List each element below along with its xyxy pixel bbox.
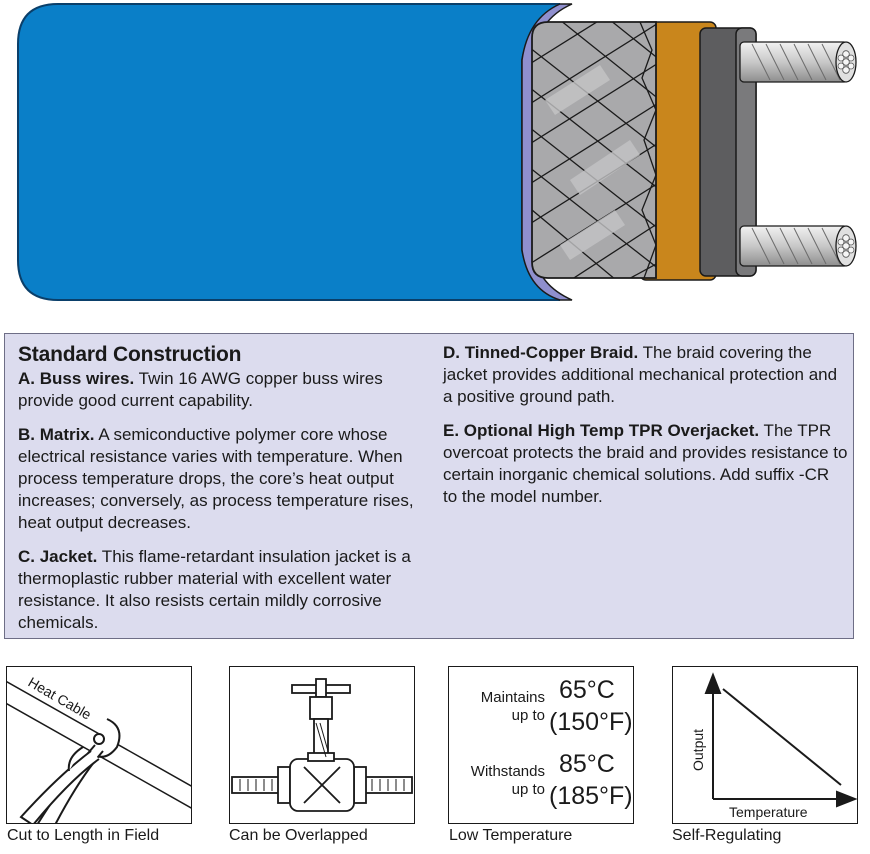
output-vs-temperature-icon: Output Temperature — [690, 672, 857, 820]
temperature-axis-label: Temperature — [729, 804, 808, 820]
standard-construction-box: Standard Construction A. Buss wires. Twi… — [4, 333, 854, 639]
maintains-line1: Maintains — [480, 689, 545, 706]
valve-icon — [231, 678, 413, 812]
spec-item-text: Twin 16 AWG copper buss wires provide go… — [18, 369, 383, 410]
spec-item-head: E. Optional High Temp TPR Overjacket. — [443, 421, 760, 440]
self-regulating-caption: Self-Regulating — [672, 827, 782, 844]
output-axis-label: Output — [690, 729, 706, 771]
buss-wire-top — [739, 41, 857, 83]
spec-item-matrix: B. Matrix. A semiconductive polymer core… — [18, 424, 433, 534]
maintains-celsius: 65°C — [559, 676, 615, 704]
spec-left-column: Standard Construction A. Buss wires. Twi… — [18, 340, 433, 646]
cut-caption: Cut to Length in Field — [7, 827, 160, 844]
overlap-caption: Can be Overlapped — [229, 827, 368, 844]
overlap-panel — [229, 666, 415, 824]
maintains-label: Maintains up to — [449, 689, 545, 725]
spec-item-head: A. Buss wires. — [18, 369, 135, 388]
braid-outline — [531, 21, 657, 279]
spec-item-buss-wires: A. Buss wires. Twin 16 AWG copper buss w… — [18, 368, 433, 412]
spec-item-braid: D. Tinned-Copper Braid. The braid coveri… — [443, 342, 848, 408]
withstands-line2: up to — [511, 781, 545, 798]
spec-item-head: C. Jacket. — [18, 547, 98, 566]
spec-item-text: The TPR overcoat protects the braid and … — [443, 421, 848, 506]
spec-item-head: B. Matrix. — [18, 425, 95, 444]
spec-item-jacket: C. Jacket. This flame-retardant insulati… — [18, 546, 433, 634]
withstands-celsius: 85°C — [559, 750, 615, 778]
output-decrease-line — [722, 688, 842, 786]
heat-cable-illustration — [17, 3, 857, 301]
cutter-tool-icon — [19, 718, 121, 823]
spec-item-head: D. Tinned-Copper Braid. — [443, 343, 639, 362]
spec-item-text: A semiconductive polymer core whose elec… — [18, 425, 414, 532]
temperature-panel: Maintains up to 65°C (150°F) Withstands … — [448, 666, 634, 824]
braid-layer — [532, 22, 656, 278]
spec-item-text: This flame-retardant insulation jacket i… — [18, 547, 411, 632]
withstands-label: Withstands up to — [449, 763, 545, 799]
self-regulating-panel: Output Temperature — [672, 666, 858, 824]
matrix-core-end — [735, 27, 757, 277]
temperature-caption: Low Temperature — [449, 827, 573, 844]
cut-cable-icon: Heat Cable — [7, 674, 191, 823]
overjacket-layer — [17, 3, 561, 301]
spec-title: Standard Construction — [18, 343, 242, 366]
withstands-line1: Withstands — [470, 763, 545, 780]
spec-item-overjacket: E. Optional High Temp TPR Overjacket. Th… — [443, 420, 848, 508]
spec-item-text: The braid covering the jacket provides a… — [443, 343, 838, 406]
withstands-fahrenheit: (185°F) — [549, 782, 633, 810]
maintains-fahrenheit: (150°F) — [549, 708, 633, 736]
buss-wire-bottom — [739, 225, 857, 267]
cut-to-length-panel: Heat Cable — [6, 666, 192, 824]
maintains-line2: up to — [511, 707, 545, 724]
spec-right-column: D. Tinned-Copper Braid. The braid coveri… — [443, 340, 848, 520]
braid-edge — [639, 21, 657, 279]
